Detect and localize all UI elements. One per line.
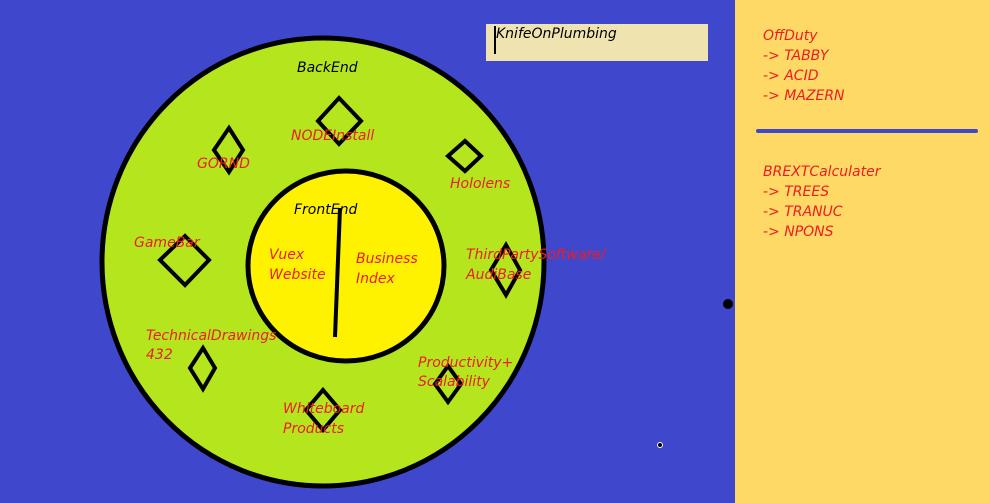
notes-panel: OffDuty -> TABBY -> ACID -> MAZERN BREXT… — [735, 0, 989, 503]
diamond-shape — [211, 124, 246, 176]
frontend-divider-line — [333, 207, 342, 338]
list-item: -> TABBY — [763, 48, 829, 64]
inner-item-business-index: Business Index — [356, 251, 422, 287]
outer-item-technicaldrawings: TechnicalDrawings 432 — [146, 328, 281, 363]
dot-mark — [723, 299, 733, 309]
diagram-canvas: BackEnd FrontEnd Vuex Website Business I… — [99, 35, 733, 489]
outer-item-gamebar: GameBar — [134, 235, 201, 251]
diamond-shape — [444, 138, 484, 174]
diamond-shape — [187, 344, 218, 393]
outer-item-whiteboard: Whiteboard Products — [283, 401, 369, 437]
frontend-circle — [245, 168, 447, 364]
outer-item-hololens: Hololens — [450, 176, 510, 192]
diamond-shape — [303, 386, 343, 434]
title-text: KnifeOnPlumbing — [496, 26, 617, 42]
list-item: -> NPONS — [763, 224, 834, 240]
list-item: -> TREES — [763, 184, 830, 200]
offduty-list: OffDuty -> TABBY -> ACID -> MAZERN — [763, 26, 845, 106]
brextcalculater-title: BREXTCalculater — [763, 164, 881, 180]
dot-mark — [657, 442, 663, 448]
panel-divider — [756, 129, 978, 133]
list-item: -> ACID — [763, 68, 819, 84]
diamond-shape — [315, 95, 364, 147]
frontend-label: FrontEnd — [294, 202, 357, 218]
offduty-title: OffDuty — [763, 28, 818, 44]
inner-item-vuex-website: Vuex Website — [269, 247, 326, 283]
text-cursor — [494, 26, 496, 54]
outer-item-nodeinstall: NODEInstall — [291, 128, 374, 144]
title-text-box[interactable]: KnifeOnPlumbing — [486, 24, 708, 61]
backend-label: BackEnd — [297, 60, 358, 76]
diamond-shape — [488, 241, 523, 299]
outer-item-gornd: GORND — [197, 156, 250, 172]
outer-item-productivity: Productivity+ Scalability — [418, 355, 518, 390]
diamond-shape — [432, 362, 464, 406]
list-item: -> TRANUC — [763, 204, 843, 220]
outer-item-thirdpartysoftware: ThirdPartySoftware/ AudiBase — [465, 247, 610, 283]
brextcalculater-list: BREXTCalculater -> TREES -> TRANUC -> NP… — [763, 162, 880, 242]
list-item: -> MAZERN — [763, 88, 845, 104]
diamond-shape — [157, 233, 212, 288]
